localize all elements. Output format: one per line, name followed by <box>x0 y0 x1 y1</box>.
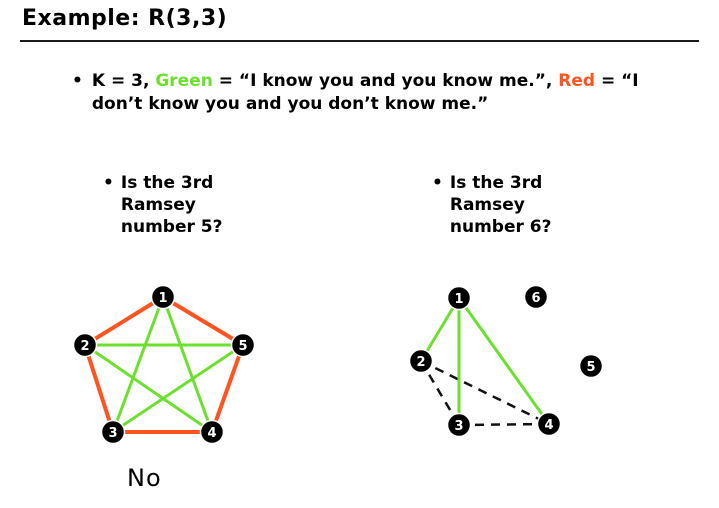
node-1-label: 1 <box>454 292 463 307</box>
node-2-label: 2 <box>80 339 89 354</box>
right-question-line1: Is the 3rd <box>449 173 543 193</box>
node-3-label: 3 <box>454 419 463 434</box>
edge-1-4-green <box>457 297 551 425</box>
left-question-line1: Is the 3rd <box>120 173 214 193</box>
right-question-line2: Ramsey <box>449 195 525 215</box>
edge-2-4-green <box>84 343 213 434</box>
right-question-marker: • <box>432 173 443 193</box>
edge-1-5-red <box>161 295 245 347</box>
segment-k: K = 3, <box>91 71 156 91</box>
node-5-label: 5 <box>238 339 247 354</box>
edge-1-4-green <box>161 296 214 433</box>
right-question-line3: number 6? <box>449 217 552 237</box>
edge-5-4-red <box>210 344 245 433</box>
node-4-label: 4 <box>207 426 216 441</box>
main-bullet: • K = 3, Green = “I know you and you kno… <box>72 70 702 116</box>
node-1 <box>150 284 176 310</box>
right-question: • Is the 3rd Ramsey number 6? <box>432 172 552 238</box>
node-6 <box>523 284 549 310</box>
node-2 <box>72 332 98 358</box>
edge-3-4-dashed <box>458 422 550 427</box>
node-5 <box>578 353 604 379</box>
node-4-label: 4 <box>544 418 553 433</box>
node-2 <box>408 348 434 374</box>
edge-1-2-green <box>419 297 461 362</box>
edge-2-4-dashed <box>420 359 550 426</box>
edge-3-5-green <box>112 343 244 434</box>
node-2-label: 2 <box>416 355 425 370</box>
segment-red-word: Red <box>558 71 596 91</box>
main-bullet-line1: K = 3, Green = “I know you and you know … <box>92 70 639 93</box>
edge-2-3-dashed <box>419 360 461 426</box>
node-5-label: 5 <box>586 360 595 375</box>
node-5 <box>230 332 256 358</box>
segment-green-word: Green <box>155 71 213 91</box>
left-question-line2: Ramsey <box>120 195 196 215</box>
node-3-label: 3 <box>108 426 117 441</box>
bullet-marker: • <box>72 71 83 91</box>
main-bullet-text: K = 3, Green = “I know you and you know … <box>92 70 639 116</box>
left-question-lines: Is the 3rd Ramsey number 5? <box>121 172 223 238</box>
edge-1-3-green <box>111 296 165 433</box>
node-1-label: 1 <box>158 291 167 306</box>
left-question-line3: number 5? <box>120 217 223 237</box>
node-3 <box>100 419 126 445</box>
node-6-label: 6 <box>531 291 540 306</box>
page-title: Example: R(3,3) <box>22 6 228 31</box>
left-question: • Is the 3rd Ramsey number 5? <box>103 172 223 238</box>
node-4 <box>536 411 562 437</box>
right-graph: 1 6 2 5 3 4 <box>408 284 604 438</box>
edge-2-3-red <box>83 344 115 433</box>
title-underline <box>20 40 699 42</box>
node-3 <box>446 412 472 438</box>
edge-1-2-red <box>83 295 165 347</box>
right-question-lines: Is the 3rd Ramsey number 6? <box>450 172 552 238</box>
node-1 <box>446 285 472 311</box>
pentagon-graph: 1 2 5 3 4 <box>72 284 256 445</box>
node-4 <box>199 419 225 445</box>
left-question-marker: • <box>103 173 114 193</box>
segment-tail: = “I <box>595 71 639 91</box>
answer-text: No <box>127 464 162 492</box>
main-bullet-line2: don’t know you and you don’t know me.” <box>91 94 489 114</box>
segment-mid: = “I know you and you know me.”, <box>212 71 559 91</box>
